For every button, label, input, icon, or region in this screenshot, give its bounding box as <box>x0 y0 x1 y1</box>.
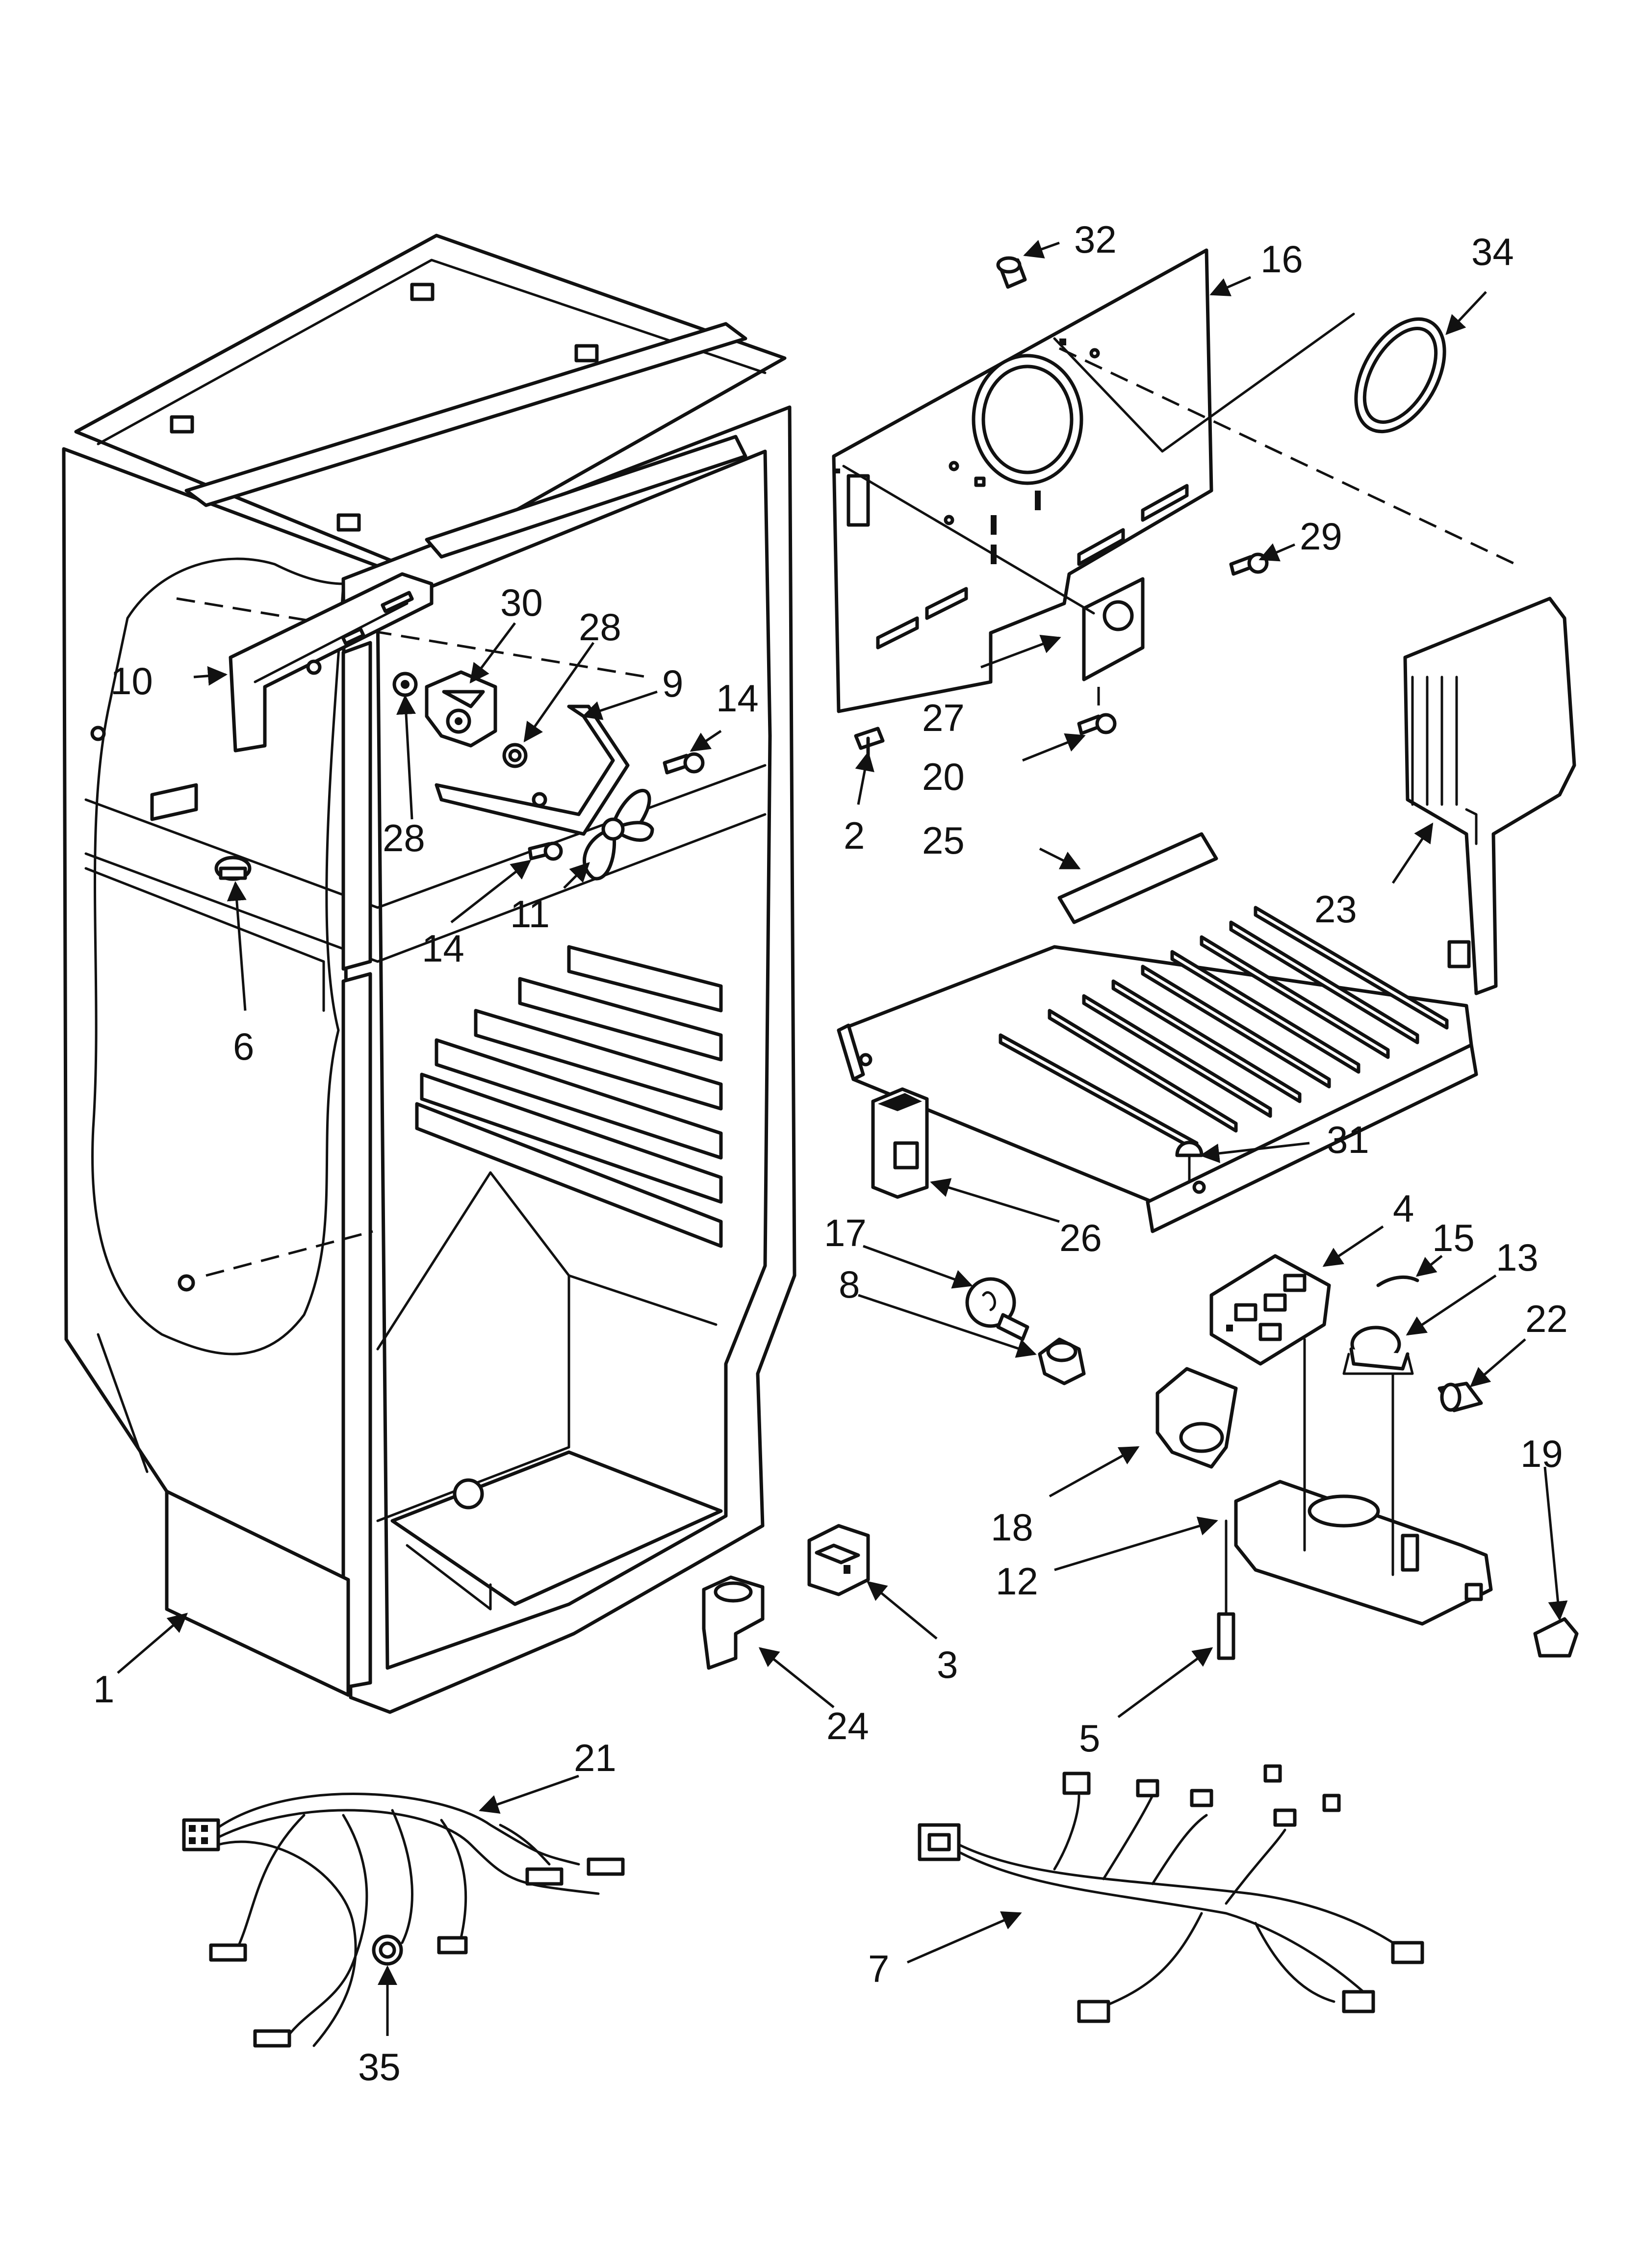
alignment-guide <box>842 465 1095 615</box>
wire-harness-secondary <box>918 1764 1424 2023</box>
callout-3: 3 <box>937 1643 958 1686</box>
callout-5: 5 <box>1079 1717 1100 1760</box>
push-rivet <box>1175 1141 1204 1184</box>
air-duct <box>1403 597 1576 995</box>
evaporator-shelf <box>837 832 1478 1233</box>
wire-harness-main <box>182 1793 625 2048</box>
callout-29: 29 <box>1300 515 1342 558</box>
control-board <box>1209 1254 1331 1366</box>
fan-blade <box>583 789 654 881</box>
callout-20: 20 <box>922 755 965 798</box>
tube <box>1376 1275 1419 1287</box>
callout-6: 6 <box>233 1025 254 1068</box>
foam-gasket <box>1082 577 1145 681</box>
callout-4: 4 <box>1393 1187 1414 1230</box>
damper-control <box>871 1087 929 1199</box>
wire-connector <box>1533 1617 1579 1658</box>
callout-24: 24 <box>826 1704 869 1747</box>
leader-lines <box>117 240 1568 2036</box>
thermostat-bracket <box>229 572 434 753</box>
callout-30: 30 <box>500 581 543 624</box>
refrigerator-liner <box>62 234 796 1714</box>
housing-screw <box>1217 1519 1235 1660</box>
light-socket <box>1038 1337 1086 1385</box>
relay <box>807 1524 870 1596</box>
callout-8: 8 <box>839 1263 860 1306</box>
sleeve <box>996 256 1027 289</box>
callout-31: 31 <box>1327 1118 1369 1161</box>
callout-12: 12 <box>996 1560 1038 1603</box>
callout-32: 32 <box>1074 218 1117 261</box>
screw-lower <box>528 841 563 861</box>
clip <box>502 743 528 768</box>
callout-27: 27 <box>922 696 965 739</box>
fan-bracket <box>435 704 630 836</box>
callout-1: 1 <box>93 1668 114 1711</box>
callout-34: 34 <box>1471 230 1514 273</box>
callout-14-lower: 14 <box>422 927 464 970</box>
fan-shroud-ring <box>1354 317 1446 434</box>
thermostat-defrost <box>1342 1326 1414 1375</box>
callout-15: 15 <box>1432 1216 1475 1259</box>
callout-28-upper: 28 <box>579 605 621 649</box>
callout-21: 21 <box>574 1736 616 1779</box>
callout-22: 22 <box>1525 1297 1568 1340</box>
overload-protector <box>702 1575 765 1670</box>
alignment-guide <box>1053 313 1355 453</box>
callout-23: 23 <box>1314 887 1357 931</box>
knob <box>392 672 418 697</box>
screw-panel <box>1229 552 1269 576</box>
callout-11: 11 <box>510 892 550 936</box>
switch <box>1437 1382 1483 1412</box>
callout-19: 19 <box>1520 1432 1563 1475</box>
callout-14-upper: 14 <box>716 677 759 720</box>
callout-28-lower: 28 <box>383 816 425 860</box>
callout-7: 7 <box>868 1947 889 1990</box>
evaporator-cover-panel <box>832 248 1213 713</box>
screw-upper <box>663 752 705 775</box>
push-pin <box>854 727 885 757</box>
callout-35: 35 <box>358 2045 401 2088</box>
callout-13: 13 <box>1496 1236 1539 1279</box>
callout-9: 9 <box>662 662 683 705</box>
callout-17: 17 <box>824 1211 867 1254</box>
screw-gasket <box>1077 713 1117 735</box>
thermostat <box>425 670 497 748</box>
callout-10: 10 <box>110 659 153 703</box>
callout-26: 26 <box>1059 1216 1102 1259</box>
light-bulb <box>965 1277 1029 1341</box>
callout-labels: 32 16 34 29 10 30 28 9 14 28 27 20 2 25 … <box>93 218 1568 2088</box>
plug-button <box>214 856 252 881</box>
callout-25: 25 <box>922 819 965 862</box>
callout-2: 2 <box>844 814 865 857</box>
light-housing <box>1234 1338 1493 1626</box>
light-shield <box>1155 1367 1238 1469</box>
callout-16: 16 <box>1260 237 1303 281</box>
callout-18: 18 <box>991 1506 1033 1549</box>
